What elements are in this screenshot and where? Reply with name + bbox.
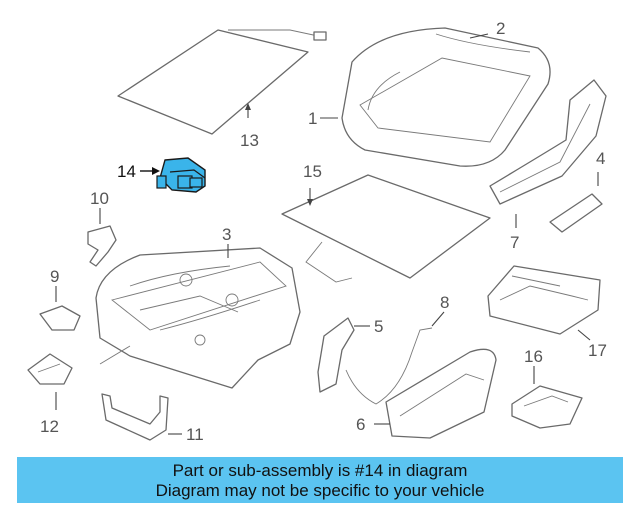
callout-10: 10 [90, 189, 109, 208]
part-12-bracket [27, 353, 73, 410]
callout-17: 17 [588, 341, 607, 360]
callout-7: 7 [510, 233, 519, 252]
part-6-side-trim [374, 348, 497, 439]
part-15-heater-element [281, 174, 491, 283]
callout-4: 4 [596, 149, 605, 168]
callout-2: 2 [496, 19, 505, 38]
part-11-bracket [101, 393, 182, 441]
part-9-knob [39, 286, 81, 331]
part-17-module [487, 265, 601, 341]
callout-6: 6 [356, 415, 365, 434]
part-2-cushion-pad [341, 27, 551, 167]
callout-1: 1 [308, 109, 317, 128]
part-7-side-shield [489, 79, 607, 228]
callout-5: 5 [374, 317, 383, 336]
parts-diagram: 2 1 13 14 15 4 10 3 7 9 8 5 17 16 6 12 1… [27, 19, 607, 444]
part-14-highlighted-module [140, 157, 206, 193]
part-3-seat-frame [95, 244, 301, 389]
callout-14: 14 [117, 162, 136, 181]
callout-16: 16 [524, 347, 543, 366]
part-5-side-bracket [317, 317, 370, 393]
part-10-clip [87, 208, 117, 267]
callout-15: 15 [303, 162, 322, 181]
callout-8: 8 [440, 293, 449, 312]
part-8-cable [345, 311, 445, 405]
part-13-heater-pad [117, 29, 327, 135]
info-banner: Part or sub-assembly is #14 in diagram D… [17, 457, 623, 503]
banner-line-2: Diagram may not be specific to your vehi… [155, 481, 485, 500]
callout-12: 12 [40, 417, 59, 436]
callout-13: 13 [240, 131, 259, 150]
callout-3: 3 [222, 225, 231, 244]
callout-11: 11 [186, 425, 204, 444]
part-16-module [511, 366, 583, 429]
part-4-cover [549, 172, 603, 233]
callout-9: 9 [50, 267, 59, 286]
banner-line-1: Part or sub-assembly is #14 in diagram [172, 461, 468, 480]
